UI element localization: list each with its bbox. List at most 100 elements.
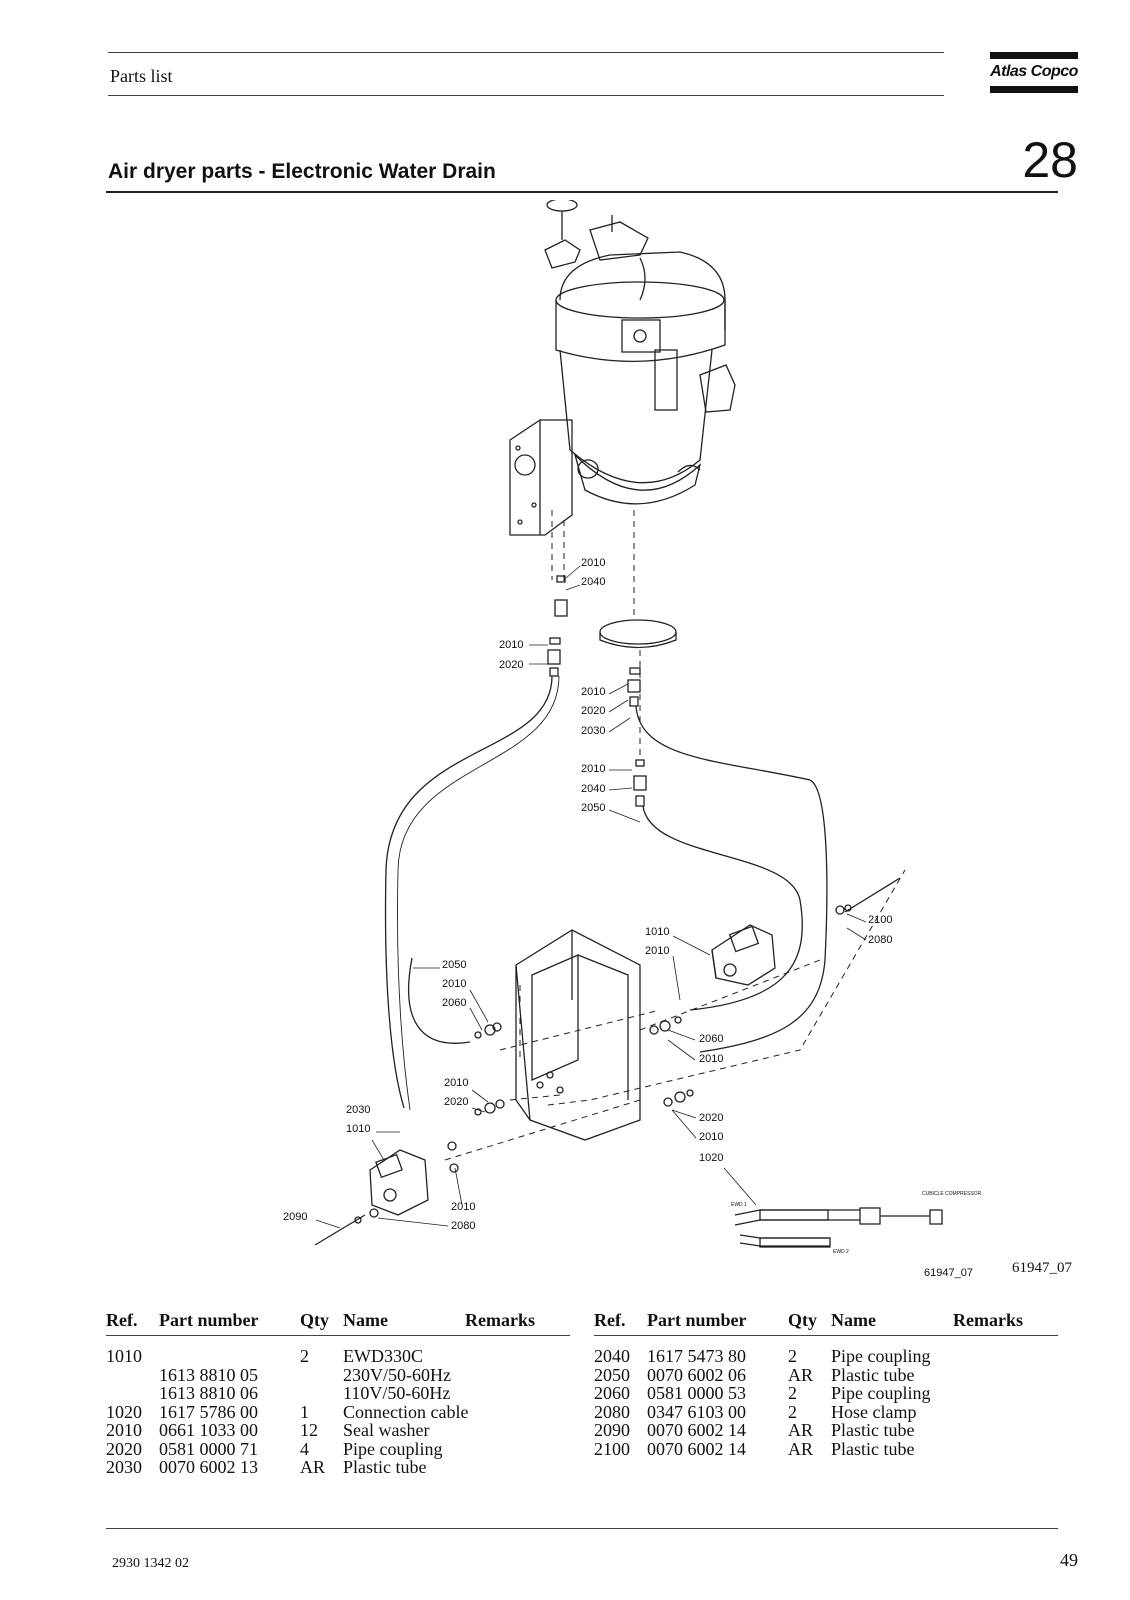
cell-part-number: 1613 8810 05: [159, 1364, 258, 1385]
cell-part-number: 0070 6002 14: [647, 1438, 746, 1459]
title-rule: [106, 191, 1058, 193]
cell-qty: AR: [788, 1438, 814, 1459]
callout: 2020: [444, 1096, 468, 1108]
vessel-upper-body: [555, 300, 726, 362]
drain-unit-right: [711, 924, 776, 986]
table-header-rule: [594, 1335, 1058, 1336]
callout: 2010: [581, 557, 605, 569]
hose-right-inner: [642, 805, 803, 1011]
cell-name: EWD330C: [343, 1346, 423, 1366]
cover-disk: [599, 619, 677, 645]
callout: 2010: [581, 763, 605, 775]
cell-qty: AR: [788, 1364, 814, 1385]
drawing-linework: [314, 200, 943, 1248]
callout: 1020: [699, 1152, 723, 1164]
exploded-parts-drawing: 2010 2040 2010 2020 2010 2020 2030 2010 …: [283, 200, 982, 1279]
top-fitting: [544, 239, 581, 269]
header-remarks: Remarks: [465, 1310, 535, 1330]
document-number: 2930 1342 02: [112, 1556, 189, 1571]
cell-name: Plastic tube: [831, 1438, 915, 1459]
inlet-bracket: [509, 419, 573, 536]
callout: 2030: [346, 1104, 370, 1116]
cell-name: Pipe coupling: [343, 1438, 443, 1459]
callout: 2010: [499, 639, 523, 651]
callout: 2080: [868, 934, 892, 946]
callout: 2010: [451, 1201, 475, 1213]
callout: 2020: [581, 705, 605, 717]
cell-qty: AR: [788, 1420, 814, 1440]
header-part-number: Part number: [159, 1310, 259, 1330]
side-block: [699, 364, 736, 413]
cell-name: 230V/50-60Hz: [343, 1364, 451, 1385]
page-number: 49: [1060, 1550, 1078, 1570]
callout: 2050: [581, 802, 605, 814]
callout: 2090: [283, 1211, 307, 1223]
hose-2050-left: [408, 957, 471, 1044]
cell-qty: 2: [300, 1346, 309, 1366]
cable-label-ewd1: EWD 1: [731, 1202, 747, 1208]
callout: 2010: [444, 1077, 468, 1089]
header-ref: Ref.: [594, 1310, 626, 1330]
hose-left-inner: [397, 675, 560, 1111]
cell-part-number: 0070 6002 13: [159, 1457, 258, 1477]
callout: 2010: [442, 978, 466, 990]
cell-qty: 2: [788, 1383, 797, 1403]
vessel-top-outline: [559, 251, 726, 330]
cell-part-number: 0661 1033 00: [159, 1420, 258, 1440]
hose-right-outer: [635, 705, 828, 1053]
cell-ref: 2080: [594, 1401, 630, 1422]
callout: 2010: [645, 945, 669, 957]
cell-name: Seal washer: [343, 1420, 430, 1440]
table-header-rule: [106, 1335, 570, 1336]
cell-name: Plastic tube: [343, 1457, 427, 1477]
callout: 2020: [499, 659, 523, 671]
callout: 2010: [699, 1053, 723, 1065]
cell-name: Pipe coupling: [831, 1383, 931, 1403]
cell-ref: 2010: [106, 1420, 142, 1440]
logo-bar-bottom: [990, 86, 1078, 93]
vessel-port: [577, 459, 599, 479]
footer-rule: [106, 1528, 1058, 1529]
callout: 2100: [868, 914, 892, 926]
atlas-copco-logo: Atlas Copco: [990, 52, 1078, 94]
top-plate: [621, 319, 661, 353]
logo-bar-top: [990, 52, 1078, 59]
callout: 1010: [645, 926, 669, 938]
callout: 2030: [581, 725, 605, 737]
callout: 2010: [581, 686, 605, 698]
drain-unit-left: [369, 1149, 429, 1216]
callout-labels: 2010 2040 2010 2020 2010 2020 2030 2010 …: [283, 557, 982, 1279]
callout: 2040: [581, 783, 605, 795]
cell-part-number: 0070 6002 14: [647, 1420, 746, 1440]
cell-ref: 2030: [106, 1457, 142, 1477]
cell-part-number: 1613 8810 06: [159, 1383, 258, 1403]
hose-left-outer: [384, 675, 553, 1109]
header-name: Name: [343, 1310, 388, 1330]
side-column: [654, 349, 678, 411]
header-ref: Ref.: [106, 1310, 138, 1330]
chapter-number: 28: [1022, 132, 1078, 188]
header-name: Name: [831, 1310, 876, 1330]
inlet-bore: [514, 454, 536, 476]
bracket-window: [531, 954, 579, 1081]
header-qty: Qty: [788, 1310, 817, 1330]
header-part-number: Part number: [647, 1310, 747, 1330]
header-bottom-rule: [108, 95, 944, 96]
callout: 2060: [442, 997, 466, 1009]
cable-label-ewd2: EWD 2: [833, 1249, 849, 1255]
vessel-curve: [677, 464, 701, 473]
cell-ref: 1020: [106, 1401, 142, 1422]
cell-ref: 2040: [594, 1346, 630, 1366]
cell-qty: 12: [300, 1420, 318, 1440]
cell-part-number: 1617 5786 00: [159, 1401, 258, 1422]
section-label: Parts list: [110, 66, 173, 86]
valve-knob: [546, 200, 578, 212]
figure-id: 61947_07: [1012, 1260, 1072, 1276]
header-top-rule: [108, 52, 944, 53]
cell-ref: 1010: [106, 1346, 142, 1366]
cell-name: Pipe coupling: [831, 1346, 931, 1366]
cell-name: 110V/50-60Hz: [343, 1383, 451, 1403]
callout-leaders: [315, 565, 867, 1229]
cell-qty: 1: [300, 1401, 309, 1422]
cell-ref: 2090: [594, 1420, 630, 1440]
